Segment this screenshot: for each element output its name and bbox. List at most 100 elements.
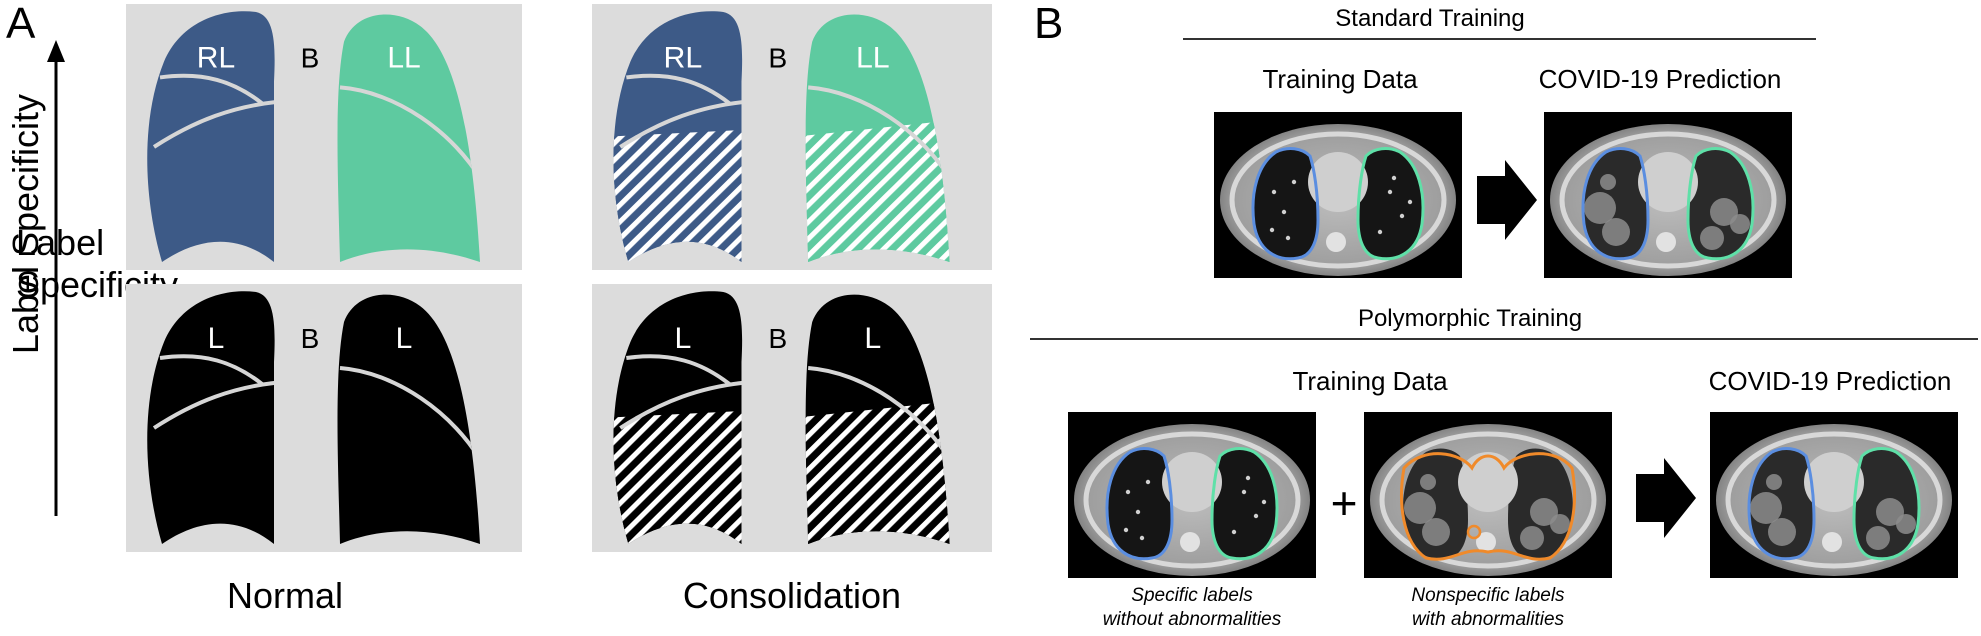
ct-left-lung-contour (1852, 447, 1921, 561)
standard-training-rule (1183, 38, 1816, 40)
ct-right-lung-field (1402, 448, 1468, 559)
ct-vessel-dot (1145, 479, 1151, 485)
ct-right-lung-field (1748, 448, 1814, 559)
lung-fissure-line (159, 354, 264, 386)
ct-vessel-dot (1281, 209, 1287, 215)
ct-nonspecific-contour (1400, 452, 1576, 561)
ct-vessel-dot (1245, 475, 1251, 481)
ct-opacity-patch (1520, 526, 1544, 550)
nonspecific-labels-caption-line1: Nonspecific labels (1411, 585, 1565, 606)
right-lung-label: RL (197, 42, 235, 75)
ct-vessel-dot (1291, 179, 1297, 185)
ct-left-lung-field (1212, 448, 1278, 559)
left-lung-label: L (396, 322, 413, 355)
ct-scan-covid (1544, 112, 1792, 278)
ct-spine (1180, 532, 1200, 552)
y-axis-label-rotated: Label Specificity (5, 49, 49, 399)
ct-vessel-dot (1139, 535, 1145, 541)
ct-heart (1162, 452, 1222, 512)
ct-opacity-patch (1766, 474, 1782, 490)
specific-labels-caption-line1: Specific labels (1131, 585, 1253, 606)
lung-fissure-line (626, 354, 731, 386)
lung-fissure-line (619, 99, 743, 149)
ct-left-lung-contour (1210, 447, 1279, 561)
nonspecific-labels-caption: Nonspecific labels with abnormalities (1356, 584, 1620, 632)
ct-right-lung-field (1582, 148, 1648, 259)
ct-vessel-dot (1261, 499, 1267, 505)
ct-opacity-patch (1600, 174, 1616, 190)
ct-opacity-patch (1710, 198, 1738, 226)
ct-opacity-patch (1866, 526, 1890, 550)
ct-vessel-dot (1399, 213, 1405, 219)
polymorphic-prediction-ct-image (1710, 412, 1958, 578)
ct-heart (1804, 452, 1864, 512)
ct-rib-ring (1083, 431, 1301, 569)
ct-opacity-patch (1602, 218, 1630, 246)
right-lung-consolidation-hatch (613, 410, 743, 545)
polymorphic-prediction-label: COVID-19 Prediction (1708, 366, 1952, 396)
ct-heart (1308, 152, 1368, 212)
ct-opacity-patch (1530, 498, 1558, 526)
polymorphic-training-data-label: Training Data (1292, 366, 1448, 396)
panel-b-letter: B (1034, 0, 1064, 48)
standard-flow-arrow (1477, 160, 1537, 240)
ct-vessel-dot (1135, 509, 1141, 515)
standard-training-data-label: Training Data (1262, 64, 1418, 94)
left-lung-label: LL (387, 42, 420, 75)
column-label-consolidation: Consolidation (682, 575, 902, 616)
ct-opacity-patch (1700, 226, 1724, 250)
left-lung-label: L (864, 322, 881, 355)
ct-spine (1326, 232, 1346, 252)
standard-training-ct-image (1214, 112, 1462, 278)
ct-vessel-dot (1253, 513, 1259, 519)
lung-fissure-line (152, 99, 275, 149)
ct-left-lung-contour (1686, 147, 1755, 261)
ct-scan-nonspecific (1364, 412, 1612, 578)
ct-nonspecific-contour-small (1466, 524, 1482, 540)
ct-rib-ring (1559, 131, 1777, 269)
ct-rib-ring (1229, 131, 1447, 269)
ct-opacity-patch (1422, 518, 1450, 546)
right-lung-consolidation-hatch (613, 129, 743, 263)
ct-vessel-dot (1387, 189, 1393, 195)
ct-right-lung-field (1252, 148, 1318, 259)
left-lung-consolidation-hatch (805, 400, 950, 544)
right-lung-label: L (674, 322, 691, 355)
nonspecific-labels-caption-line2: with abnormalities (1411, 609, 1565, 630)
ct-opacity-patch (1768, 518, 1796, 546)
ct-rib-ring (1379, 431, 1597, 569)
ct-right-lung-contour (1747, 447, 1816, 561)
lung-fissure-line (159, 73, 264, 105)
left-lung-consolidation-hatch (805, 119, 950, 263)
ct-opacity-patch (1550, 514, 1570, 534)
y-axis-label-text: Label Specificity (5, 93, 46, 355)
background-label: B (768, 323, 787, 354)
lung-panel-normal-specific: RL B LL (126, 4, 522, 270)
left-lung-label: LL (856, 42, 890, 75)
ct-vessel-dot (1123, 527, 1129, 533)
ct-vessel-dot (1391, 175, 1397, 181)
ct-spine (1822, 532, 1842, 552)
background-label: B (301, 43, 320, 74)
ct-scan-covid-2 (1710, 412, 1958, 578)
ct-opacity-patch (1420, 474, 1436, 490)
plus-sign: + (1330, 477, 1358, 529)
ct-heart (1458, 452, 1518, 512)
polymorphic-training-rule (1030, 338, 1978, 340)
ct-left-lung-contour (1356, 147, 1425, 261)
ct-opacity-patch (1896, 514, 1916, 534)
ct-opacity-patch (1404, 492, 1436, 524)
panel-a-letter: A (6, 0, 36, 48)
ct-scan-normal-2 (1068, 412, 1316, 578)
column-label-normal: Normal (226, 575, 343, 616)
lung-fissure-line (619, 380, 743, 430)
standard-prediction-label: COVID-19 Prediction (1538, 64, 1782, 94)
nonspecific-labels-ct-image (1364, 412, 1612, 578)
ct-right-lung-contour (1581, 147, 1650, 261)
ct-opacity-patch (1876, 498, 1904, 526)
ct-vessel-dot (1269, 227, 1275, 233)
ct-vessel-dot (1285, 235, 1291, 241)
